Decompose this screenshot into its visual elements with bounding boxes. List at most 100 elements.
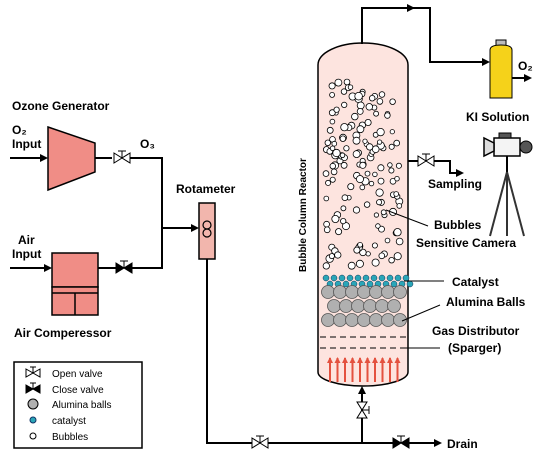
bubble [343,78,351,86]
bubble [375,188,384,197]
bubble [365,103,373,111]
alumina-ball [375,299,389,313]
air-input-label-line2: Input [12,247,41,261]
bubble [376,98,384,105]
bubble [340,205,347,212]
catalyst-particle [362,274,370,282]
bubble [340,123,349,132]
bubble [333,106,340,113]
alumina-ball [381,285,395,299]
bubble [357,242,363,248]
open-valve-ozone[interactable] [113,150,131,164]
catalyst-particle [390,280,398,288]
bubble [328,109,336,117]
bubble [395,237,404,246]
alumina-balls-label: Alumina Balls [446,295,526,309]
bubble [322,262,330,270]
alumina-ball [345,313,359,327]
ozone-to-rotameter-line [130,157,199,232]
bubble [368,180,375,187]
air-input-label-line1: Air [18,233,35,247]
legend-open-valve-label: Open valve [52,369,103,380]
air-compressor [51,252,99,316]
bubble [329,92,336,98]
alumina-ball [339,299,353,313]
catalyst-particle [402,274,410,282]
bubble [335,228,343,236]
alumina-ball [381,313,395,327]
alumina-ball [321,313,335,327]
rotameter-float-icon [202,220,212,238]
bubble [332,148,341,158]
bubble [359,184,366,191]
alumina-ball [357,313,371,327]
bubble [355,175,364,184]
catalyst-particle [366,280,374,288]
close-valve-drain[interactable] [392,435,410,449]
reactor-label: Bubble Column Reactor [298,158,309,272]
bubbles-group [322,78,404,270]
bubble [347,84,354,90]
air-to-rotameter-line [132,228,163,269]
bubble [393,228,402,237]
camera-icon [483,132,533,237]
bubble [393,252,402,261]
alumina-ball [333,285,347,299]
bubble [388,257,395,264]
alumina-ball [327,299,341,313]
bubble [328,82,336,90]
legend-alumina-ball-icon [27,398,39,410]
legend-open-valve-icon [25,366,41,378]
open-valve-bottom[interactable] [251,435,269,449]
bubble [339,152,346,158]
open-valve-sampling[interactable] [417,153,435,167]
bubble [343,145,350,152]
legend-bubble-icon [29,432,37,440]
bubble [323,195,330,202]
bubble [363,201,371,208]
catalyst-particle [338,274,346,282]
bubble [378,252,386,260]
bubble [389,129,395,135]
bubble [329,118,336,125]
catalyst-particle [370,274,378,282]
bubble [377,177,385,185]
bubble [334,251,342,259]
catalyst-particle [322,274,330,282]
legend-bubbles-label: Bubbles [52,432,88,443]
sampling-label: Sampling [428,177,482,191]
bubble [355,259,364,268]
sampling-arrow [434,160,464,177]
bubble [376,128,385,137]
alumina-ball [345,285,359,299]
gas-distributor-label-line1: Gas Distributor [432,324,520,338]
bubble [352,136,361,145]
bubble [372,171,378,178]
bubble [375,223,381,229]
bubble [373,110,380,117]
bubble [389,98,396,105]
legend-catalyst-label: catalyst [52,416,86,427]
bubble [351,112,359,121]
bubble [389,178,397,185]
close-valve-air[interactable] [115,260,133,274]
legend-alumina-label: Alumina balls [52,400,111,411]
bubble [356,101,365,110]
alumina-ball [393,285,407,299]
bubbles-callout [385,209,429,227]
bubble [384,237,391,244]
alumina-ball [333,313,347,327]
bubble [330,168,338,176]
open-valve-reactor-bottom[interactable] [356,401,370,419]
air-compressor-label: Air Comperessor [14,326,112,340]
alumina-ball [387,299,401,313]
bubble [396,203,403,209]
bubble [364,170,371,177]
o2-out-label: O₂ [518,59,533,73]
alumina-ball [363,299,377,313]
bubble [329,145,336,151]
rotameter [198,202,216,260]
legend-catalyst-dot-icon [29,416,37,424]
bubble [323,220,330,228]
bubble [347,261,356,270]
